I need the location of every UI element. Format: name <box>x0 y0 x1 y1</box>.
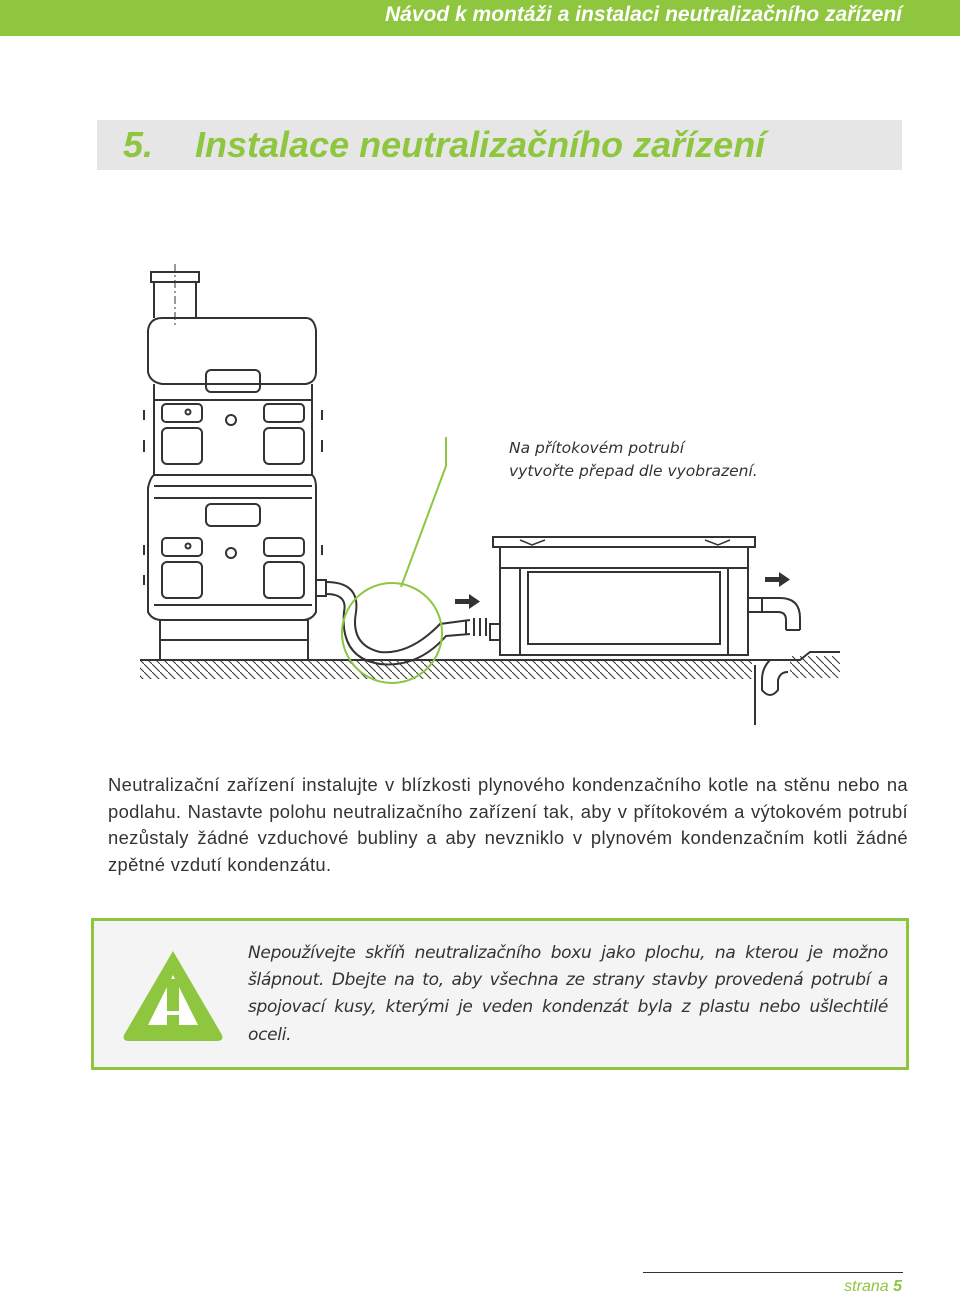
section-heading: 5. Instalace neutralizačního zařízení <box>97 120 902 170</box>
installation-diagram <box>140 264 840 725</box>
body-paragraph: Neutralizační zařízení instalujte v blíz… <box>108 774 908 875</box>
page-number-value: 5 <box>893 1278 902 1295</box>
section-number: 5. <box>123 124 154 165</box>
warning-box: Nepoužívejte skříň neutralizačního boxu … <box>91 918 909 1070</box>
warning-icon <box>123 951 223 1041</box>
page-label: strana <box>844 1278 889 1295</box>
document-title: Návod k montáži a instalaci neutralizačn… <box>385 3 902 26</box>
header-bar: Návod k montáži a instalaci neutralizačn… <box>0 0 960 36</box>
callout-line-2: vytvořte přepad dle vyobrazení. <box>509 462 758 480</box>
callout-line-1: Na přítokovém potrubí <box>509 439 685 457</box>
footer-divider <box>643 1272 903 1273</box>
page-number: strana 5 <box>844 1278 902 1296</box>
warning-text: Nepoužívejte skříň neutralizačního boxu … <box>248 943 888 1045</box>
diagram-callout: Na přítokovém potrubí vytvořte přepad dl… <box>509 437 809 483</box>
section-title: Instalace neutralizačního zařízení <box>195 124 766 165</box>
